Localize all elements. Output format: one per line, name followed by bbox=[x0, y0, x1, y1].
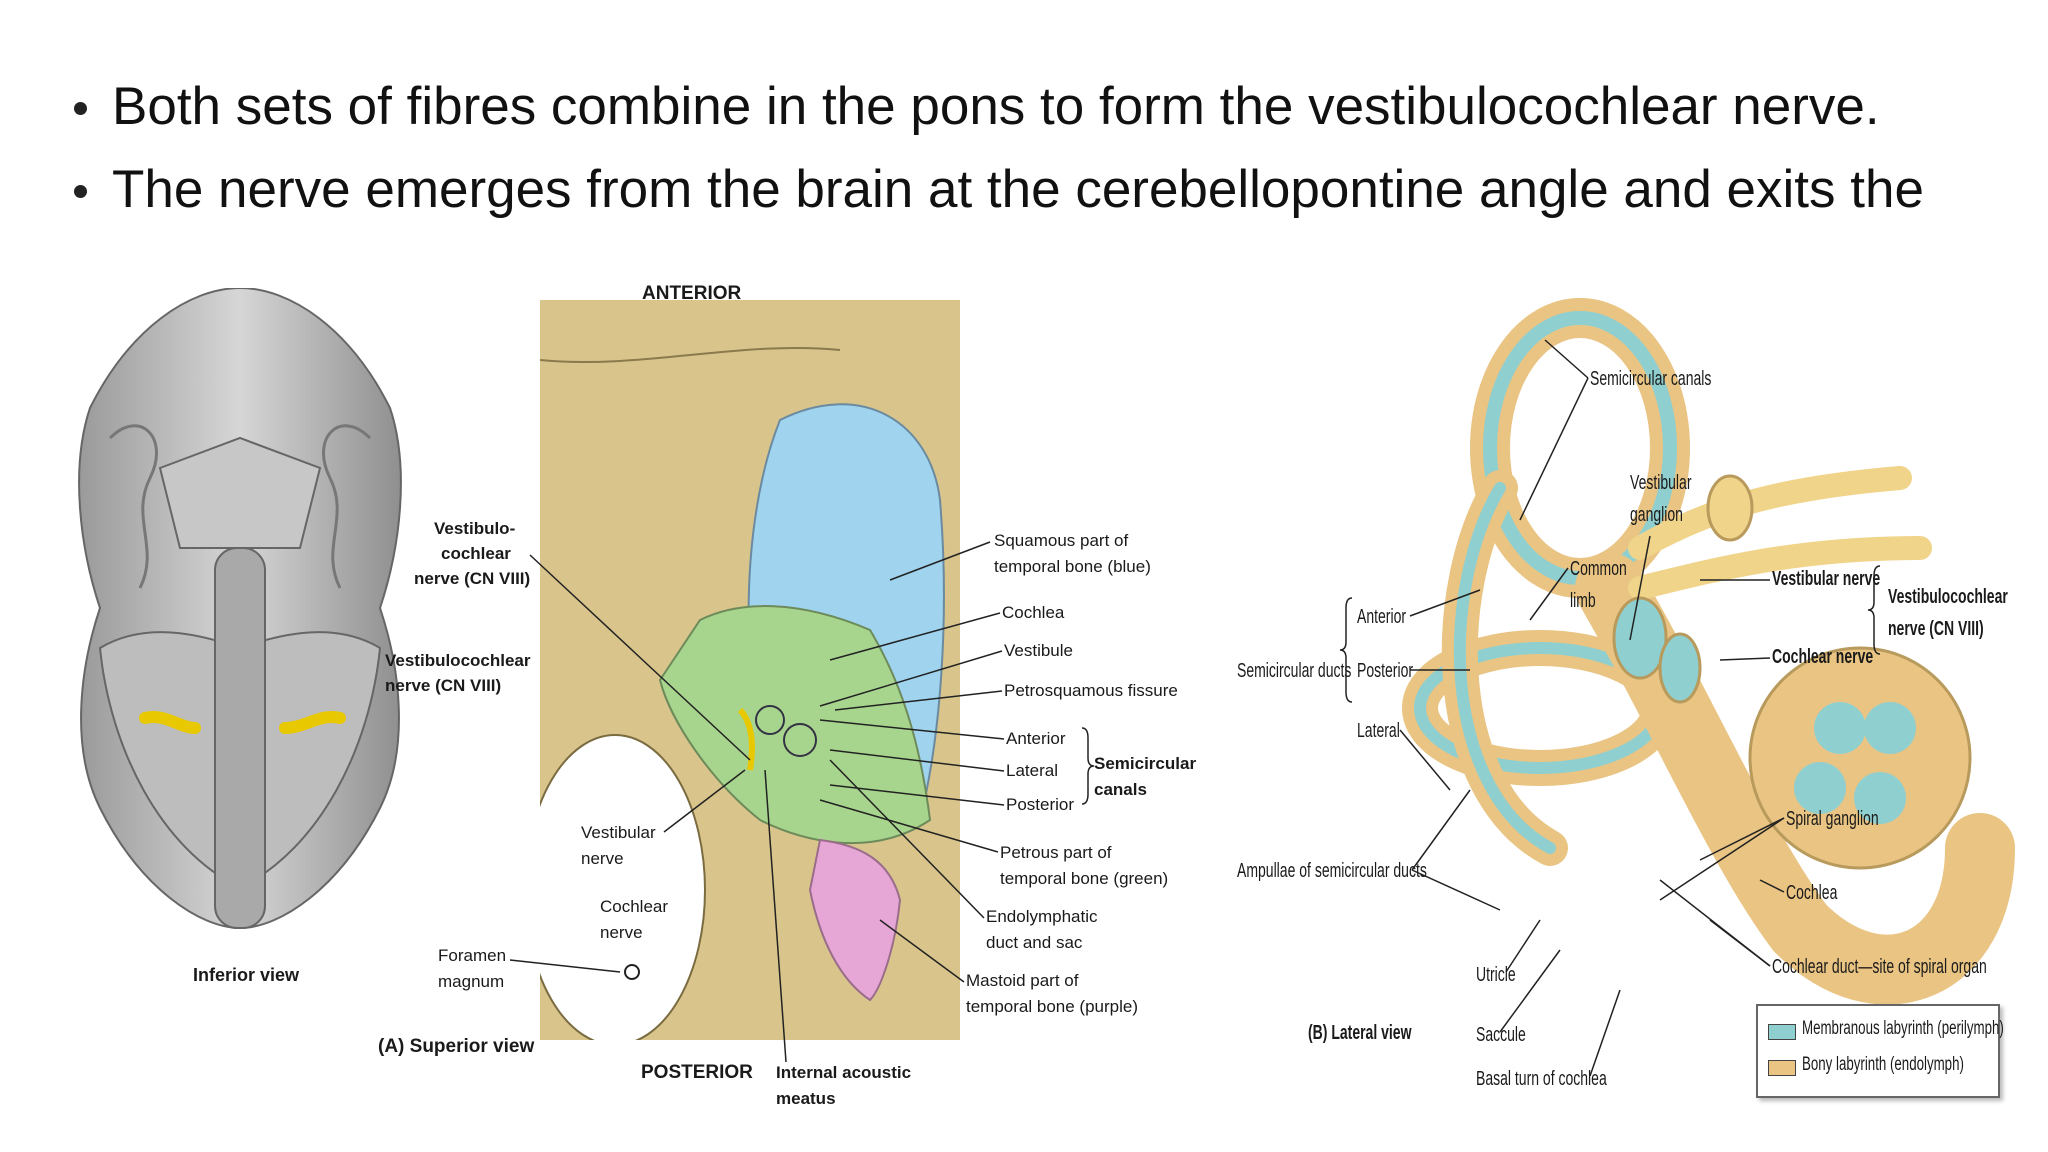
label-utricle: Utricle bbox=[1476, 964, 1516, 986]
label-line: meatus bbox=[776, 1089, 836, 1108]
brain-inferior-illustration bbox=[78, 288, 402, 930]
label-semicircular-ducts: Semicircular ducts bbox=[1237, 660, 1352, 682]
label-spiral-ganglion: Spiral ganglion bbox=[1786, 808, 1879, 830]
label-line: temporal bone (blue) bbox=[994, 557, 1151, 576]
label-line: nerve (CN VIII) bbox=[414, 569, 531, 588]
label-line: temporal bone (green) bbox=[1000, 869, 1169, 888]
label-endolymphatic: Endolymphatic bbox=[986, 907, 1098, 926]
skull-base-superior-illustration bbox=[540, 300, 960, 1040]
label-semicircular-canals-b: Semicircular canals bbox=[1590, 368, 1712, 390]
label-cochlear-nerve: Cochlear bbox=[600, 897, 669, 916]
image-overlap-mask bbox=[0, 222, 2048, 286]
label-common-limb: Common bbox=[1570, 558, 1627, 580]
label-line: cochlear bbox=[441, 544, 511, 563]
inferior-view-caption: Inferior view bbox=[193, 965, 300, 985]
label-vestibulocochlear-nerve-b: Vestibulocochlear bbox=[385, 651, 531, 670]
label-anterior-canal: Anterior bbox=[1006, 729, 1066, 748]
label-line: limb bbox=[1570, 590, 1596, 612]
label-line: nerve (CN VIII) bbox=[385, 676, 502, 695]
label-line: canals bbox=[1094, 780, 1147, 799]
label-internal-acoustic-meatus: Internal acoustic bbox=[776, 1063, 912, 1082]
lateral-view-caption: (B) Lateral view bbox=[1308, 1022, 1412, 1044]
label-mastoid-part: Mastoid part of bbox=[966, 971, 1079, 990]
legend-bony: Bony labyrinth (endolymph) bbox=[1802, 1054, 1964, 1075]
bullet-dot bbox=[74, 102, 87, 115]
label-posterior-duct: Posterior bbox=[1357, 660, 1414, 682]
label-petrous-part: Petrous part of bbox=[1000, 843, 1112, 862]
label-cochlear-duct: Cochlear duct—site of spiral organ bbox=[1772, 956, 1987, 978]
label-basal-turn: Basal turn of cochlea bbox=[1476, 1068, 1607, 1090]
label-anterior-duct: Anterior bbox=[1357, 606, 1407, 628]
label-line: nerve bbox=[600, 923, 643, 942]
label-cochlea-b: Cochlea bbox=[1786, 882, 1838, 904]
label-vestibular-ganglion: Vestibular bbox=[1630, 472, 1692, 494]
legend-box: Membranous labyrinth (perilymph) Bony la… bbox=[1756, 1004, 2004, 1098]
label-lateral-canal: Lateral bbox=[1006, 761, 1058, 780]
label-posterior: POSTERIOR bbox=[641, 1062, 753, 1083]
label-anterior: ANTERIOR bbox=[642, 283, 742, 304]
label-line: Vestibulo- bbox=[434, 519, 516, 538]
bullet-text: Both sets of fibres combine in the pons … bbox=[112, 77, 1880, 136]
label-semicircular-canals-a: Semicircular bbox=[1094, 754, 1197, 773]
label-vestibular-nerve-b: Vestibular nerve bbox=[1772, 568, 1881, 590]
label-line: temporal bone (purple) bbox=[966, 997, 1138, 1016]
label-cochlear-nerve-b: Cochlear nerve bbox=[1772, 646, 1874, 668]
label-line: ganglion bbox=[1630, 504, 1683, 526]
label-cochlea-a: Cochlea bbox=[1002, 603, 1065, 622]
legend-swatch-bony bbox=[1768, 1060, 1796, 1076]
bullet-dot bbox=[74, 185, 87, 198]
legend-swatch-membranous bbox=[1768, 1024, 1796, 1040]
label-foramen-magnum: Foramen bbox=[438, 946, 507, 965]
label-lateral-duct: Lateral bbox=[1357, 720, 1400, 742]
label-vestibulocochlear-b: Vestibulocochlear bbox=[1888, 586, 2008, 608]
label-posterior-canal: Posterior bbox=[1006, 795, 1075, 814]
label-squamous: Squamous part of bbox=[994, 531, 1129, 550]
label-vestibule: Vestibule bbox=[1004, 641, 1073, 660]
label-vestibular-nerve: Vestibular bbox=[581, 823, 656, 842]
label-vestibulocochlear-nerve-a: Vestibulo- bbox=[434, 518, 515, 540]
label-petrosquamous-fissure: Petrosquamous fissure bbox=[1004, 681, 1178, 700]
label-line: nerve bbox=[581, 849, 624, 868]
superior-view-caption: (A) Superior view bbox=[378, 1036, 535, 1057]
label-saccule: Saccule bbox=[1476, 1024, 1526, 1046]
label-line: magnum bbox=[438, 972, 505, 991]
legend-membranous: Membranous labyrinth (perilymph) bbox=[1802, 1018, 2004, 1039]
label-line: duct and sac bbox=[986, 933, 1083, 952]
label-line: nerve (CN VIII) bbox=[1888, 618, 1984, 640]
label-ampullae: Ampullae of semicircular ducts bbox=[1237, 860, 1427, 882]
inner-ear-lateral-illustration bbox=[1402, 298, 2015, 1005]
bullet-item: Both sets of fibres combine in the pons … bbox=[72, 76, 1972, 137]
